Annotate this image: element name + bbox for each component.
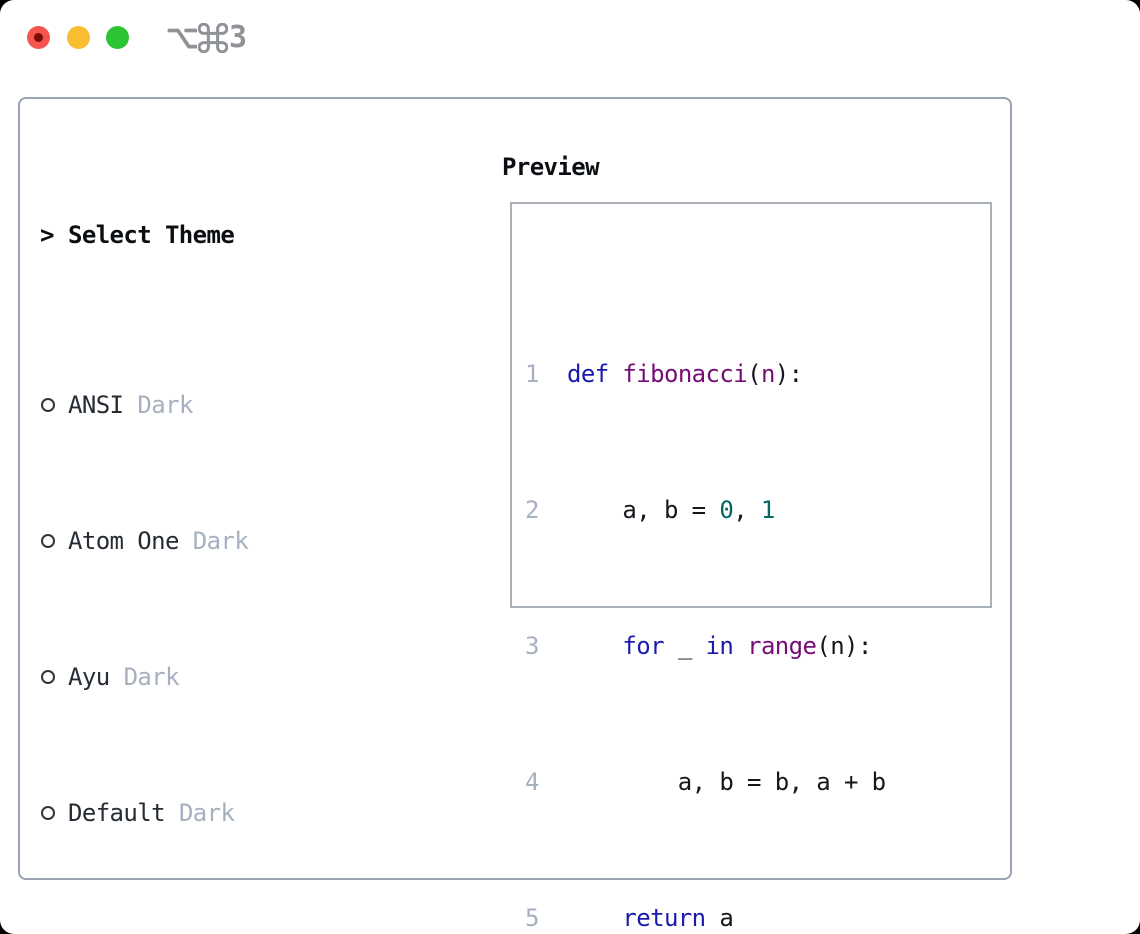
theme-name: ANSI [68, 391, 124, 419]
code-segment [609, 360, 623, 388]
code-segment: _ [663, 632, 706, 660]
line-number: 1 [525, 360, 539, 388]
title-bar: 3 [0, 0, 1140, 74]
select-theme-header: > Select Theme [40, 218, 490, 252]
code-segment [567, 632, 622, 660]
option-key-icon [167, 28, 197, 49]
preview-box: 1 def fibonacci(n): 2 a, b = 0, 1 3 for … [510, 202, 992, 932]
line-number: 2 [525, 496, 539, 524]
window-title-digit: 3 [229, 20, 247, 55]
theme-variant: Dark [178, 799, 235, 827]
preview-content: 1 def fibonacci(n): 2 a, b = 0, 1 3 for … [512, 204, 990, 934]
code-segment: a, b = b, a + b [567, 768, 886, 796]
code-segment: for [622, 632, 664, 660]
theme-option[interactable]: Atom One Dark [40, 524, 490, 558]
code-segment: return [622, 904, 706, 932]
cursor-prompt-icon: > [40, 221, 54, 249]
code-segment: fibonacci [622, 360, 748, 388]
code-segment: 0 [719, 496, 734, 524]
command-key-icon [198, 23, 228, 53]
theme-option[interactable]: ANSI Dark [40, 388, 490, 422]
theme-option[interactable]: Default Dark [40, 796, 490, 830]
theme-option[interactable]: Ayu Dark [40, 660, 490, 694]
preview-line: 5 return a [525, 901, 990, 934]
close-button[interactable] [27, 26, 50, 49]
radio-icon [41, 534, 55, 548]
radio-icon [41, 398, 55, 412]
line-number: 4 [525, 768, 539, 796]
code-segment: a, b = [567, 496, 720, 524]
theme-name: Ayu [68, 663, 110, 691]
line-number: 5 [525, 904, 539, 932]
code-segment: in [705, 632, 734, 660]
preview-line: 3 for _ in range(n): [525, 629, 990, 663]
window-title: 3 [167, 20, 247, 56]
code-segment: , [733, 496, 761, 524]
radio-icon [41, 670, 55, 684]
code-segment [733, 632, 747, 660]
theme-variant: Dark [123, 663, 180, 691]
code-segment: range [747, 632, 817, 660]
theme-variant: Dark [192, 527, 249, 555]
code-segment: def [567, 360, 609, 388]
line-number: 3 [525, 632, 539, 660]
select-theme-title: Select Theme [68, 221, 235, 249]
theme-variant: Dark [137, 391, 193, 419]
theme-name: Default [68, 799, 166, 827]
code-segment: ( [747, 360, 761, 388]
code-segment: n [760, 360, 775, 388]
minimize-button[interactable] [67, 26, 90, 49]
preview-title: Preview [502, 153, 600, 181]
theme-name: Atom One [68, 527, 179, 555]
radio-icon [41, 806, 55, 820]
code-segment [567, 904, 622, 932]
code-segment: 1 [760, 496, 775, 524]
preview-line: 4 a, b = b, a + b [525, 765, 990, 799]
code-segment: (n): [816, 632, 872, 660]
preview-line: 1 def fibonacci(n): [525, 357, 990, 391]
preview-line: 2 a, b = 0, 1 [525, 493, 990, 527]
code-segment: ): [774, 360, 803, 388]
code-segment: a [705, 904, 734, 932]
zoom-button[interactable] [106, 26, 129, 49]
close-dot-icon [34, 33, 43, 42]
